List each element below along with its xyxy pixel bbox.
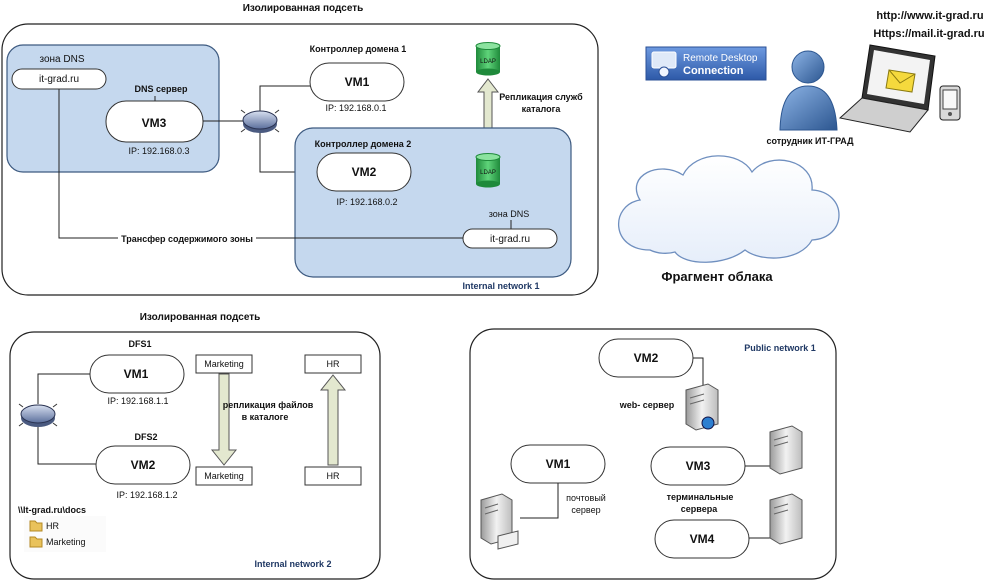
vm1-label: VM1 (345, 75, 370, 89)
replication-label-2: каталога (522, 104, 562, 114)
zone-transfer-line-left (58, 89, 118, 239)
rdc-globe-icon (658, 66, 670, 78)
vm2-webserver-link (693, 357, 704, 386)
vm2-node (316, 152, 412, 192)
web-server-label: web- сервер (619, 400, 675, 410)
url-mail: Https://mail.it-grad.ru (873, 28, 984, 40)
hub-dfs1-link (37, 373, 90, 404)
pub-vm3-label: VM3 (686, 459, 711, 473)
dns-zone-value: it-grad.ru (39, 74, 79, 85)
marketing-folder-top (195, 354, 253, 374)
folder-marketing-label: Marketing (46, 537, 86, 547)
isolated-subnet-1: Изолированная подсеть зона DNS it-grad.r… (1, 3, 599, 296)
network-hub-icon (240, 109, 280, 133)
person-icon (779, 50, 838, 131)
hr-top-label: HR (327, 359, 340, 369)
file-replication-label-2: в каталоге (242, 412, 289, 422)
isolated-subnet-1-title: Изолированная подсеть (243, 3, 364, 14)
hub-dfs2-link (37, 426, 96, 465)
hr-folder-top (304, 354, 362, 374)
replication-arrow-down (210, 373, 238, 466)
remote-desktop-connection-logo: Remote Desktop Connection (645, 46, 767, 81)
vm1-ip: IP: 192.168.0.1 (325, 103, 386, 113)
folder-hr-label: HR (46, 521, 59, 531)
file-replication-label-1: репликация файлов (223, 400, 314, 410)
pub-vm4-label: VM4 (690, 532, 715, 546)
url-www: http://www.it-grad.ru (876, 10, 983, 22)
public-network: Public network 1 VM2 web- сервер VM1 поч… (469, 328, 837, 580)
ldap-bottom-label: LDAP (480, 170, 496, 176)
vm3-ip: IP: 192.168.0.3 (128, 146, 189, 156)
public-network-label: Public network 1 (744, 343, 816, 353)
envelope-icon (885, 69, 916, 93)
hr-bottom-label: HR (327, 471, 340, 481)
dfs-vm2-ip: IP: 192.168.1.2 (116, 490, 177, 500)
web-server-icon (685, 383, 719, 431)
isolated-subnet-2: Изолированная подсеть DFS1 VM1 IP: 192.1… (9, 312, 381, 580)
internal-network-1-label: Internal network 1 (462, 281, 539, 291)
dfs-vm2-node (95, 445, 191, 485)
terminal-servers-label-1: терминальные (667, 492, 734, 502)
globe-icon (701, 416, 715, 430)
ldap-database-icon-bottom: LDAP (475, 153, 501, 188)
dfs1-label: DFS1 (128, 339, 151, 349)
marketing-top-label: Marketing (204, 359, 244, 369)
terminal-server-icon-2 (769, 493, 803, 545)
dc1-title: Контроллер домена 1 (310, 44, 407, 54)
mobile-device-icon (939, 85, 961, 121)
rdc-line-2: Connection (683, 65, 744, 77)
marketing-folder-bottom (195, 466, 253, 486)
hr-folder-bottom (304, 466, 362, 486)
vm1-node (309, 62, 405, 102)
zone-transfer-label: Трансфер содержимого зоны (121, 234, 253, 244)
internal-network-2-label: Internal network 2 (254, 559, 331, 569)
dfs-vm2-label: VM2 (131, 458, 156, 472)
dns-zone2-label: зона DNS (489, 209, 530, 219)
vm3-label: VM3 (142, 116, 167, 130)
dfs2-label: DFS2 (134, 432, 157, 442)
dns-zone2-value: it-grad.ru (490, 234, 530, 245)
terminal-servers-label-2: сервера (681, 504, 718, 514)
cloud-fragment-label: Фрагмент облака (661, 269, 773, 284)
folder-icon-hr (29, 520, 43, 532)
vm1-mailserver-link (520, 483, 559, 519)
cloud-icon (617, 155, 840, 263)
mail-server-icon (480, 493, 519, 550)
dns-server-label: DNS сервер (135, 84, 188, 94)
public-network-frame (469, 328, 837, 580)
mail-server-label-2: сервер (571, 505, 600, 515)
replication-arrow-up (319, 374, 347, 466)
pub-vm1-label: VM1 (546, 457, 571, 471)
remote-user-area: http://www.it-grad.ru Https://mail.it-gr… (617, 10, 985, 284)
dns-zone-label: зона DNS (39, 54, 84, 65)
dc2-title: Контроллер домена 2 (315, 139, 412, 149)
laptop-icon (838, 44, 936, 133)
rdc-line-1: Remote Desktop (683, 53, 758, 64)
dfs-vm1-label: VM1 (124, 367, 149, 381)
ldap-top-label: LDAP (480, 59, 496, 65)
pub-vm4-node (654, 519, 750, 559)
hub-vm1-link (259, 85, 310, 112)
share-path: \\It-grad.ru\docs (18, 505, 86, 515)
terminal-server-icon-1 (769, 425, 803, 475)
ldap-database-icon-top: LDAP (475, 42, 501, 76)
marketing-bottom-label: Marketing (204, 471, 244, 481)
network-hub-icon-2 (18, 403, 58, 427)
folder-icon-marketing (29, 536, 43, 548)
dfs-vm1-ip: IP: 192.168.1.1 (107, 396, 168, 406)
employee-label: сотрудник ИТ-ГРАД (766, 136, 854, 146)
vm2-label: VM2 (352, 165, 377, 179)
isolated-subnet-2-title: Изолированная подсеть (140, 312, 261, 323)
mail-server-label-1: почтовый (566, 493, 606, 503)
vm2-ip: IP: 192.168.0.2 (336, 197, 397, 207)
pub-vm2-label: VM2 (634, 351, 659, 365)
replication-label-1: Репликация служб (499, 92, 583, 102)
